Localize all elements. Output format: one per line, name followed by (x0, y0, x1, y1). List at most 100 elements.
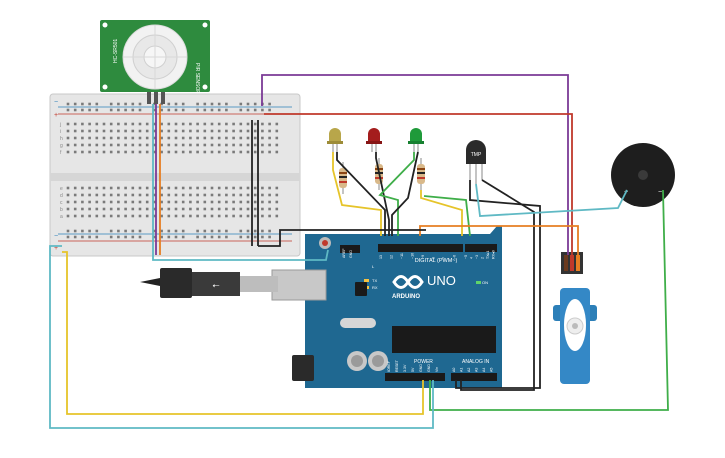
bb-hole[interactable] (246, 193, 250, 197)
bb-hole[interactable] (275, 214, 279, 218)
bb-hole[interactable] (167, 122, 171, 126)
bb-hole[interactable] (174, 122, 178, 126)
bb-hole[interactable] (261, 200, 264, 204)
bb-rail-hole[interactable] (217, 108, 221, 112)
bb-hole[interactable] (95, 143, 99, 147)
bb-hole[interactable] (131, 200, 135, 204)
bb-hole[interactable] (88, 214, 91, 218)
bb-hole[interactable] (160, 122, 163, 126)
bb-hole[interactable] (117, 207, 120, 211)
bb-hole[interactable] (109, 150, 113, 154)
bb-hole[interactable] (145, 136, 149, 140)
bb-hole[interactable] (73, 129, 77, 133)
bb-rail-hole[interactable] (203, 235, 207, 239)
bb-rail-hole[interactable] (66, 235, 70, 239)
bb-hole[interactable] (268, 136, 271, 140)
bb-hole[interactable] (181, 200, 185, 204)
bb-hole[interactable] (102, 122, 106, 126)
bb-hole[interactable] (189, 207, 192, 211)
bb-rail-hole[interactable] (160, 108, 163, 112)
bb-rail-hole[interactable] (261, 235, 264, 239)
bb-rail-hole[interactable] (181, 102, 185, 106)
bb-rail-hole[interactable] (66, 229, 70, 233)
bb-hole[interactable] (181, 150, 185, 154)
led-yellow[interactable] (327, 128, 343, 152)
bb-rail-hole[interactable] (196, 108, 199, 112)
bb-hole[interactable] (109, 136, 113, 140)
bb-rail-hole[interactable] (253, 235, 257, 239)
bb-rail-hole[interactable] (181, 229, 185, 233)
bb-hole[interactable] (117, 122, 120, 126)
bb-rail-hole[interactable] (268, 235, 271, 239)
bb-hole[interactable] (268, 200, 271, 204)
bb-hole[interactable] (167, 200, 171, 204)
bb-hole[interactable] (196, 143, 199, 147)
bb-hole[interactable] (102, 143, 106, 147)
bb-hole[interactable] (268, 143, 271, 147)
bb-hole[interactable] (246, 136, 250, 140)
bb-rail-hole[interactable] (167, 108, 171, 112)
bb-rail-hole[interactable] (88, 108, 91, 112)
bb-hole[interactable] (153, 122, 156, 126)
bb-hole[interactable] (239, 136, 243, 140)
bb-rail-hole[interactable] (181, 108, 185, 112)
bb-hole[interactable] (225, 143, 228, 147)
bb-hole[interactable] (253, 129, 257, 133)
bb-hole[interactable] (246, 122, 250, 126)
bb-hole[interactable] (81, 136, 84, 140)
bb-hole[interactable] (210, 150, 214, 154)
bb-hole[interactable] (189, 136, 192, 140)
bb-hole[interactable] (167, 129, 171, 133)
bb-rail-hole[interactable] (210, 102, 214, 106)
bb-hole[interactable] (167, 207, 171, 211)
bb-hole[interactable] (66, 186, 70, 190)
bb-hole[interactable] (253, 122, 257, 126)
bb-hole[interactable] (95, 193, 99, 197)
bb-hole[interactable] (268, 207, 271, 211)
bb-rail-hole[interactable] (138, 235, 142, 239)
bb-hole[interactable] (275, 150, 279, 154)
bb-hole[interactable] (174, 200, 178, 204)
bb-hole[interactable] (124, 200, 127, 204)
bb-hole[interactable] (95, 122, 99, 126)
bb-hole[interactable] (203, 129, 207, 133)
pir-sensor[interactable]: HC-SR501 PIR SENSOR (100, 20, 210, 104)
bb-hole[interactable] (196, 186, 199, 190)
bb-hole[interactable] (217, 200, 221, 204)
bb-hole[interactable] (109, 122, 113, 126)
bb-hole[interactable] (73, 207, 77, 211)
bb-rail-hole[interactable] (66, 108, 70, 112)
bb-rail-hole[interactable] (210, 235, 214, 239)
bb-hole[interactable] (268, 122, 271, 126)
bb-hole[interactable] (217, 143, 221, 147)
bb-hole[interactable] (217, 193, 221, 197)
bb-hole[interactable] (66, 136, 70, 140)
bb-hole[interactable] (203, 214, 207, 218)
bb-hole[interactable] (145, 193, 149, 197)
bb-hole[interactable] (138, 207, 142, 211)
bb-hole[interactable] (167, 150, 171, 154)
bb-hole[interactable] (181, 207, 185, 211)
bb-hole[interactable] (88, 207, 91, 211)
bb-hole[interactable] (203, 207, 207, 211)
bb-hole[interactable] (145, 207, 149, 211)
bb-hole[interactable] (261, 150, 264, 154)
bb-rail-hole[interactable] (217, 229, 221, 233)
bb-hole[interactable] (145, 200, 149, 204)
bb-hole[interactable] (131, 136, 135, 140)
bb-hole[interactable] (138, 129, 142, 133)
bb-hole[interactable] (124, 193, 127, 197)
bb-rail-hole[interactable] (217, 235, 221, 239)
bb-hole[interactable] (81, 143, 84, 147)
bb-hole[interactable] (203, 150, 207, 154)
bb-rail-hole[interactable] (95, 235, 99, 239)
bb-rail-hole[interactable] (117, 102, 120, 106)
bb-rail-hole[interactable] (95, 102, 99, 106)
bb-rail-hole[interactable] (268, 229, 271, 233)
bb-hole[interactable] (131, 186, 135, 190)
bb-hole[interactable] (181, 214, 185, 218)
bb-hole[interactable] (268, 193, 271, 197)
bb-rail-hole[interactable] (117, 235, 120, 239)
bb-hole[interactable] (124, 186, 127, 190)
bb-hole[interactable] (196, 200, 199, 204)
